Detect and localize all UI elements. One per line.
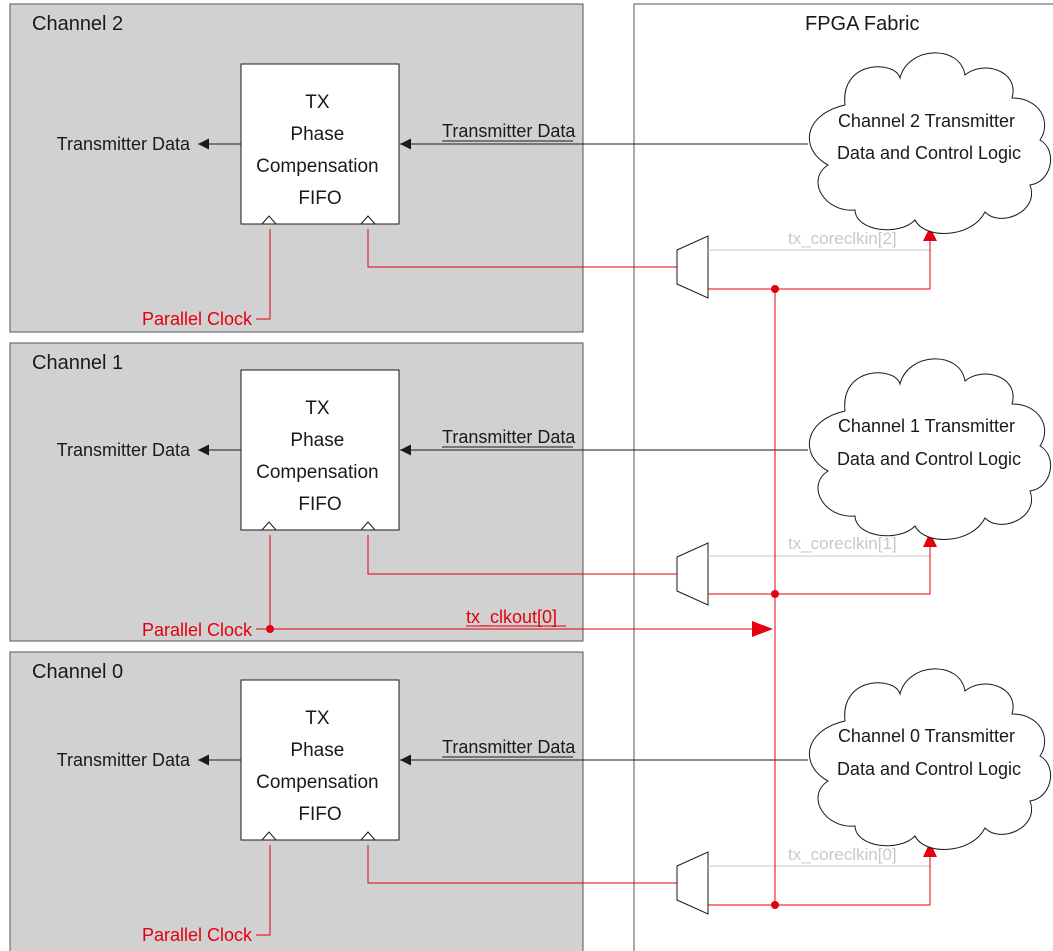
channel-2-clock-label: Parallel Clock bbox=[142, 309, 253, 329]
channel-1: Channel 1 TX Phase Compensation FIFO Tra… bbox=[9, 342, 1051, 642]
channel-0-clock-line bbox=[256, 845, 271, 936]
channel-1-out-label: Transmitter Data bbox=[57, 440, 191, 460]
channel-0-out-label: Transmitter Data bbox=[57, 750, 191, 770]
channel-2-logic-arrow bbox=[923, 227, 937, 241]
channel-2-fifo-label: TX Phase Compensation FIFO bbox=[256, 92, 384, 209]
channel-0-title: Channel 0 bbox=[32, 661, 123, 683]
channel-1-clock-label: Parallel Clock bbox=[142, 620, 253, 640]
channel-2: Channel 2 TX Phase Compensation FIFO Tra… bbox=[9, 3, 1051, 333]
channel-1-clock-pin-left bbox=[261, 521, 277, 531]
channel-1-clock-junction bbox=[266, 625, 274, 633]
channel-0-fifo bbox=[240, 679, 400, 841]
channel-0-mux-to-fifo bbox=[367, 845, 677, 884]
channel-0-coreclk-label: tx_coreclkin[0] bbox=[788, 845, 897, 864]
channel-1-mux-to-fifo bbox=[367, 535, 677, 575]
channel-1-clock-pin-right bbox=[360, 521, 376, 531]
channel-0-clock-pin-right bbox=[360, 831, 376, 841]
channel-2-coreclk-label: tx_coreclkin[2] bbox=[788, 229, 897, 248]
channel-0-logic-label: Channel 0 Transmitter Data and Control L… bbox=[837, 726, 1021, 779]
channel-2-in-label: Transmitter Data bbox=[442, 121, 576, 141]
channel-2-mux-out bbox=[708, 241, 931, 290]
channel-1-in-label: Transmitter Data bbox=[442, 427, 576, 447]
channel-1-title: Channel 1 bbox=[32, 352, 123, 374]
channel-0-clock-pin-left bbox=[261, 831, 277, 841]
channel-1-mux-out bbox=[708, 547, 931, 595]
channel-1-fifo-label: TX Phase Compensation FIFO bbox=[256, 398, 384, 515]
clkout-arrow bbox=[752, 621, 773, 637]
clkout-label: tx_clkout[0] bbox=[466, 607, 557, 628]
channel-2-mux-to-fifo bbox=[367, 229, 677, 268]
channel-0-logic-cloud bbox=[808, 668, 1051, 850]
channel-2-clock-line bbox=[256, 229, 271, 320]
channel-1-fifo bbox=[240, 369, 400, 531]
channel-2-fifo bbox=[240, 63, 400, 225]
channel-1-logic-arrow bbox=[923, 532, 937, 547]
channel-2-logic-label: Channel 2 Transmitter Data and Control L… bbox=[837, 111, 1021, 163]
channel-2-mux bbox=[676, 235, 709, 299]
channel-1-logic-cloud bbox=[808, 358, 1051, 540]
fabric-title: FPGA Fabric bbox=[805, 13, 919, 35]
channel-2-logic-cloud bbox=[808, 52, 1051, 234]
channel-1-logic-label: Channel 1 Transmitter Data and Control L… bbox=[837, 416, 1021, 469]
channel-0-logic-arrow bbox=[923, 842, 937, 857]
channel-2-clock-pin-left bbox=[261, 215, 277, 225]
channel-1-coreclk-label: tx_coreclkin[1] bbox=[788, 534, 897, 553]
channel-0-fifo-label: TX Phase Compensation FIFO bbox=[256, 708, 384, 825]
channel-0-mux-out bbox=[708, 857, 931, 906]
channel-1-mux bbox=[676, 542, 709, 606]
channel-2-title: Channel 2 bbox=[32, 13, 123, 35]
channel-0: Channel 0 TX Phase Compensation FIFO Tra… bbox=[9, 651, 1051, 951]
channel-0-in-label: Transmitter Data bbox=[442, 737, 576, 757]
channel-2-clock-pin-right bbox=[360, 215, 376, 225]
channel-0-mux bbox=[676, 851, 709, 915]
channel-2-out-label: Transmitter Data bbox=[57, 134, 191, 154]
channel-0-clock-label: Parallel Clock bbox=[142, 925, 253, 945]
